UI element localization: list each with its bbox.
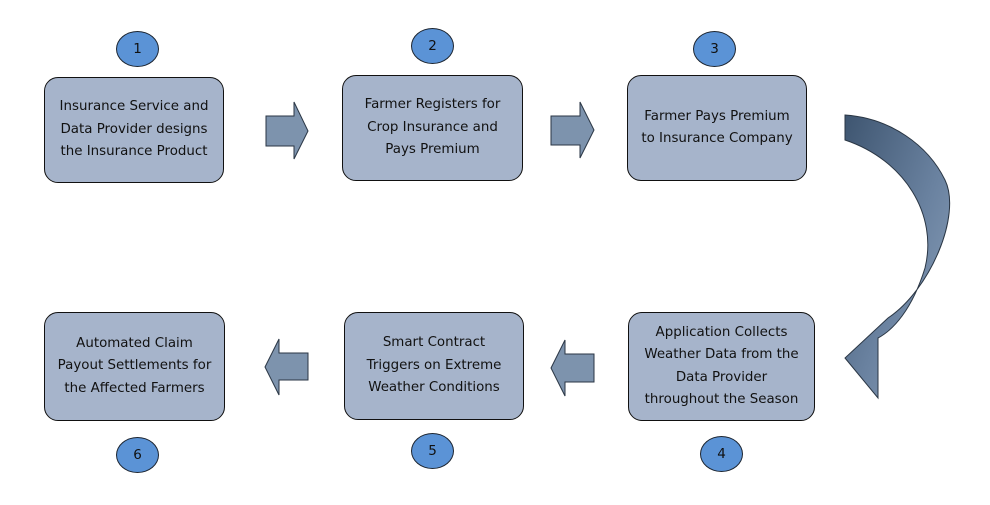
step-text: Application Collects Weather Data from t…: [644, 324, 799, 408]
step-box-2: Farmer Registers for Crop Insurance and …: [342, 75, 523, 181]
step-box-1: Insurance Service and Data Provider desi…: [44, 77, 224, 183]
step-number-3: 3: [693, 31, 736, 67]
step-text: Automated Claim Payout Settlements for t…: [57, 335, 212, 396]
step-number-5: 5: [411, 433, 454, 469]
step-number-4: 4: [700, 436, 743, 472]
step-box-6: Automated Claim Payout Settlements for t…: [44, 312, 225, 421]
step-box-3: Farmer Pays Premium to Insurance Company: [627, 75, 807, 181]
block-arrow-icon: [550, 101, 595, 159]
step-box-5: Smart Contract Triggers on Extreme Weath…: [344, 312, 524, 420]
step-text: Smart Contract Triggers on Extreme Weath…: [366, 335, 502, 396]
step-number-1: 1: [116, 31, 159, 67]
curved-arrow-icon: [844, 114, 951, 400]
step-text: Insurance Service and Data Provider desi…: [59, 99, 209, 160]
block-arrow-icon: [265, 101, 309, 160]
step-box-4: Application Collects Weather Data from t…: [628, 312, 815, 421]
step-number-6: 6: [116, 437, 159, 473]
block-arrow-icon: [264, 338, 309, 396]
step-text: Farmer Registers for Crop Insurance and …: [364, 97, 501, 158]
step-number-2: 2: [411, 28, 454, 64]
block-arrow-icon: [550, 339, 595, 397]
step-text: Farmer Pays Premium to Insurance Company: [641, 108, 793, 147]
